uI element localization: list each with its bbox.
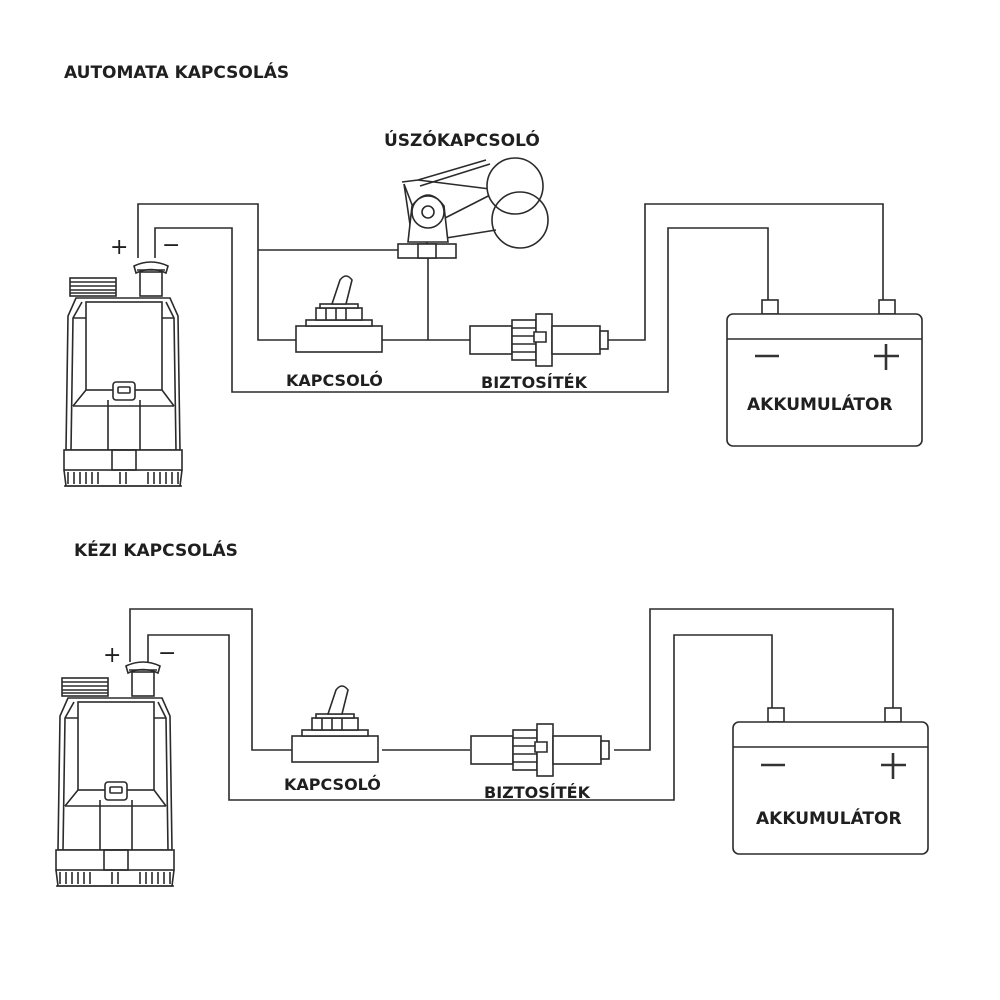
toggle-switch-label-automatic: KAPCSOLÓ — [286, 371, 383, 390]
toggle-switch-manual — [291, 685, 379, 763]
pump-plus-sign: + — [110, 235, 128, 260]
pump-minus-sign: − — [162, 233, 180, 258]
fuse-automatic — [469, 313, 609, 367]
battery-label-automatic: AKKUMULÁTOR — [747, 393, 893, 415]
section-automatic: AUTOMATA KAPCSOLÁS + − — [63, 61, 923, 487]
pump-automatic — [63, 261, 183, 487]
pump-minus-sign: − — [158, 641, 176, 666]
float-switch-label: ÚSZÓKAPCSOLÓ — [384, 129, 540, 151]
section-title-automatic: AUTOMATA KAPCSOLÁS — [64, 61, 289, 83]
fuse-label-automatic: BIZTOSÍTÉK — [481, 373, 588, 392]
section-title-manual: KÉZI KAPCSOLÁS — [74, 539, 238, 561]
battery-automatic — [726, 299, 923, 447]
wires-automatic — [137, 203, 884, 393]
toggle-switch-automatic — [295, 275, 383, 353]
battery-manual — [732, 707, 929, 855]
pump-plus-sign: + — [103, 643, 121, 668]
float-switch — [397, 157, 549, 259]
fuse-manual — [470, 723, 610, 777]
toggle-switch-label-manual: KAPCSOLÓ — [284, 775, 381, 794]
section-manual: KÉZI KAPCSOLÁS + − KAPCSOLÓ BIZTOSÍTÉK — [55, 539, 929, 887]
wires-manual — [129, 608, 894, 801]
fuse-label-manual: BIZTOSÍTÉK — [484, 783, 591, 802]
battery-label-manual: AKKUMULÁTOR — [756, 807, 902, 829]
pump-manual — [55, 661, 175, 887]
